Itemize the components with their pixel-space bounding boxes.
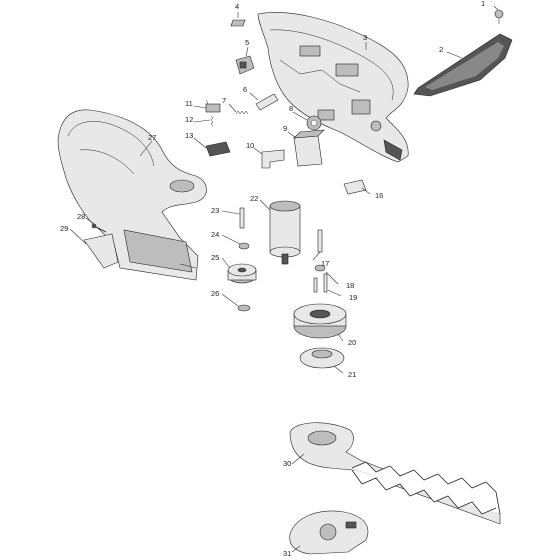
part-1-screw [494, 9, 504, 24]
label-part-13: 13 [185, 131, 193, 140]
label-part-9: 9 [283, 124, 287, 133]
label-part-4: 4 [235, 2, 239, 11]
part-26-washer [237, 304, 251, 312]
part-2-blade-cover [413, 33, 513, 97]
part-30-shear-blade [289, 422, 501, 525]
label-part-25: 25 [211, 253, 219, 262]
part-19-screws [313, 273, 328, 293]
part-6-switch-rod [255, 93, 279, 111]
part-24-washer [238, 242, 250, 250]
part-27-handle-housing [57, 109, 207, 281]
label-part-20: 20 [348, 338, 356, 347]
part-11-microswitch [205, 99, 221, 113]
part-21-cam-plate [299, 347, 345, 369]
part-12-spring [210, 115, 214, 127]
label-part-22: 22 [250, 194, 258, 203]
label-part-10: 10 [246, 141, 254, 150]
part-25-gear [227, 263, 257, 284]
label-part-27: 27 [148, 133, 156, 142]
part-22-motor [269, 200, 301, 265]
label-part-28: 28 [77, 212, 85, 221]
label-part-17: 17 [321, 259, 329, 268]
part-number-labels: 1 2 3 4 5 6 7 8 9 10 11 12 13 16 17 18 1… [60, 0, 485, 558]
label-part-7: 7 [222, 96, 226, 105]
part-10-bracket [261, 149, 285, 169]
label-part-26: 26 [211, 289, 219, 298]
part-4-clip [230, 19, 246, 27]
label-part-6: 6 [243, 85, 247, 94]
part-18-washer [314, 264, 326, 272]
label-part-8: 8 [289, 104, 293, 113]
label-part-1: 1 [481, 0, 485, 8]
label-part-19: 19 [349, 293, 357, 302]
label-part-31: 31 [283, 549, 291, 558]
part-3-housing [257, 12, 409, 163]
label-part-23: 23 [211, 206, 219, 215]
label-part-24: 24 [211, 230, 219, 239]
leader-lines [69, 5, 499, 553]
part-29-cover-plate [83, 233, 119, 269]
label-part-11: 11 [185, 99, 193, 108]
label-part-12: 12 [185, 115, 193, 124]
label-part-5: 5 [245, 38, 249, 47]
label-part-3: 3 [363, 33, 367, 42]
part-31-blade-holder [289, 510, 369, 555]
part-16-small-bracket [343, 179, 367, 195]
part-17-pin [317, 229, 323, 253]
part-9-box [293, 129, 325, 167]
label-part-21: 21 [348, 370, 356, 379]
label-part-30: 30 [283, 459, 291, 468]
part-20-large-gear [293, 303, 347, 339]
part-8-ring [306, 115, 322, 131]
label-part-2: 2 [439, 45, 443, 54]
label-part-18: 18 [346, 281, 354, 290]
label-part-29: 29 [60, 224, 68, 233]
part-13-trigger [205, 141, 231, 157]
part-5-switch-lever [235, 55, 255, 75]
part-7-spring [235, 110, 249, 115]
label-part-16: 16 [375, 191, 383, 200]
part-23-pin [239, 207, 245, 229]
